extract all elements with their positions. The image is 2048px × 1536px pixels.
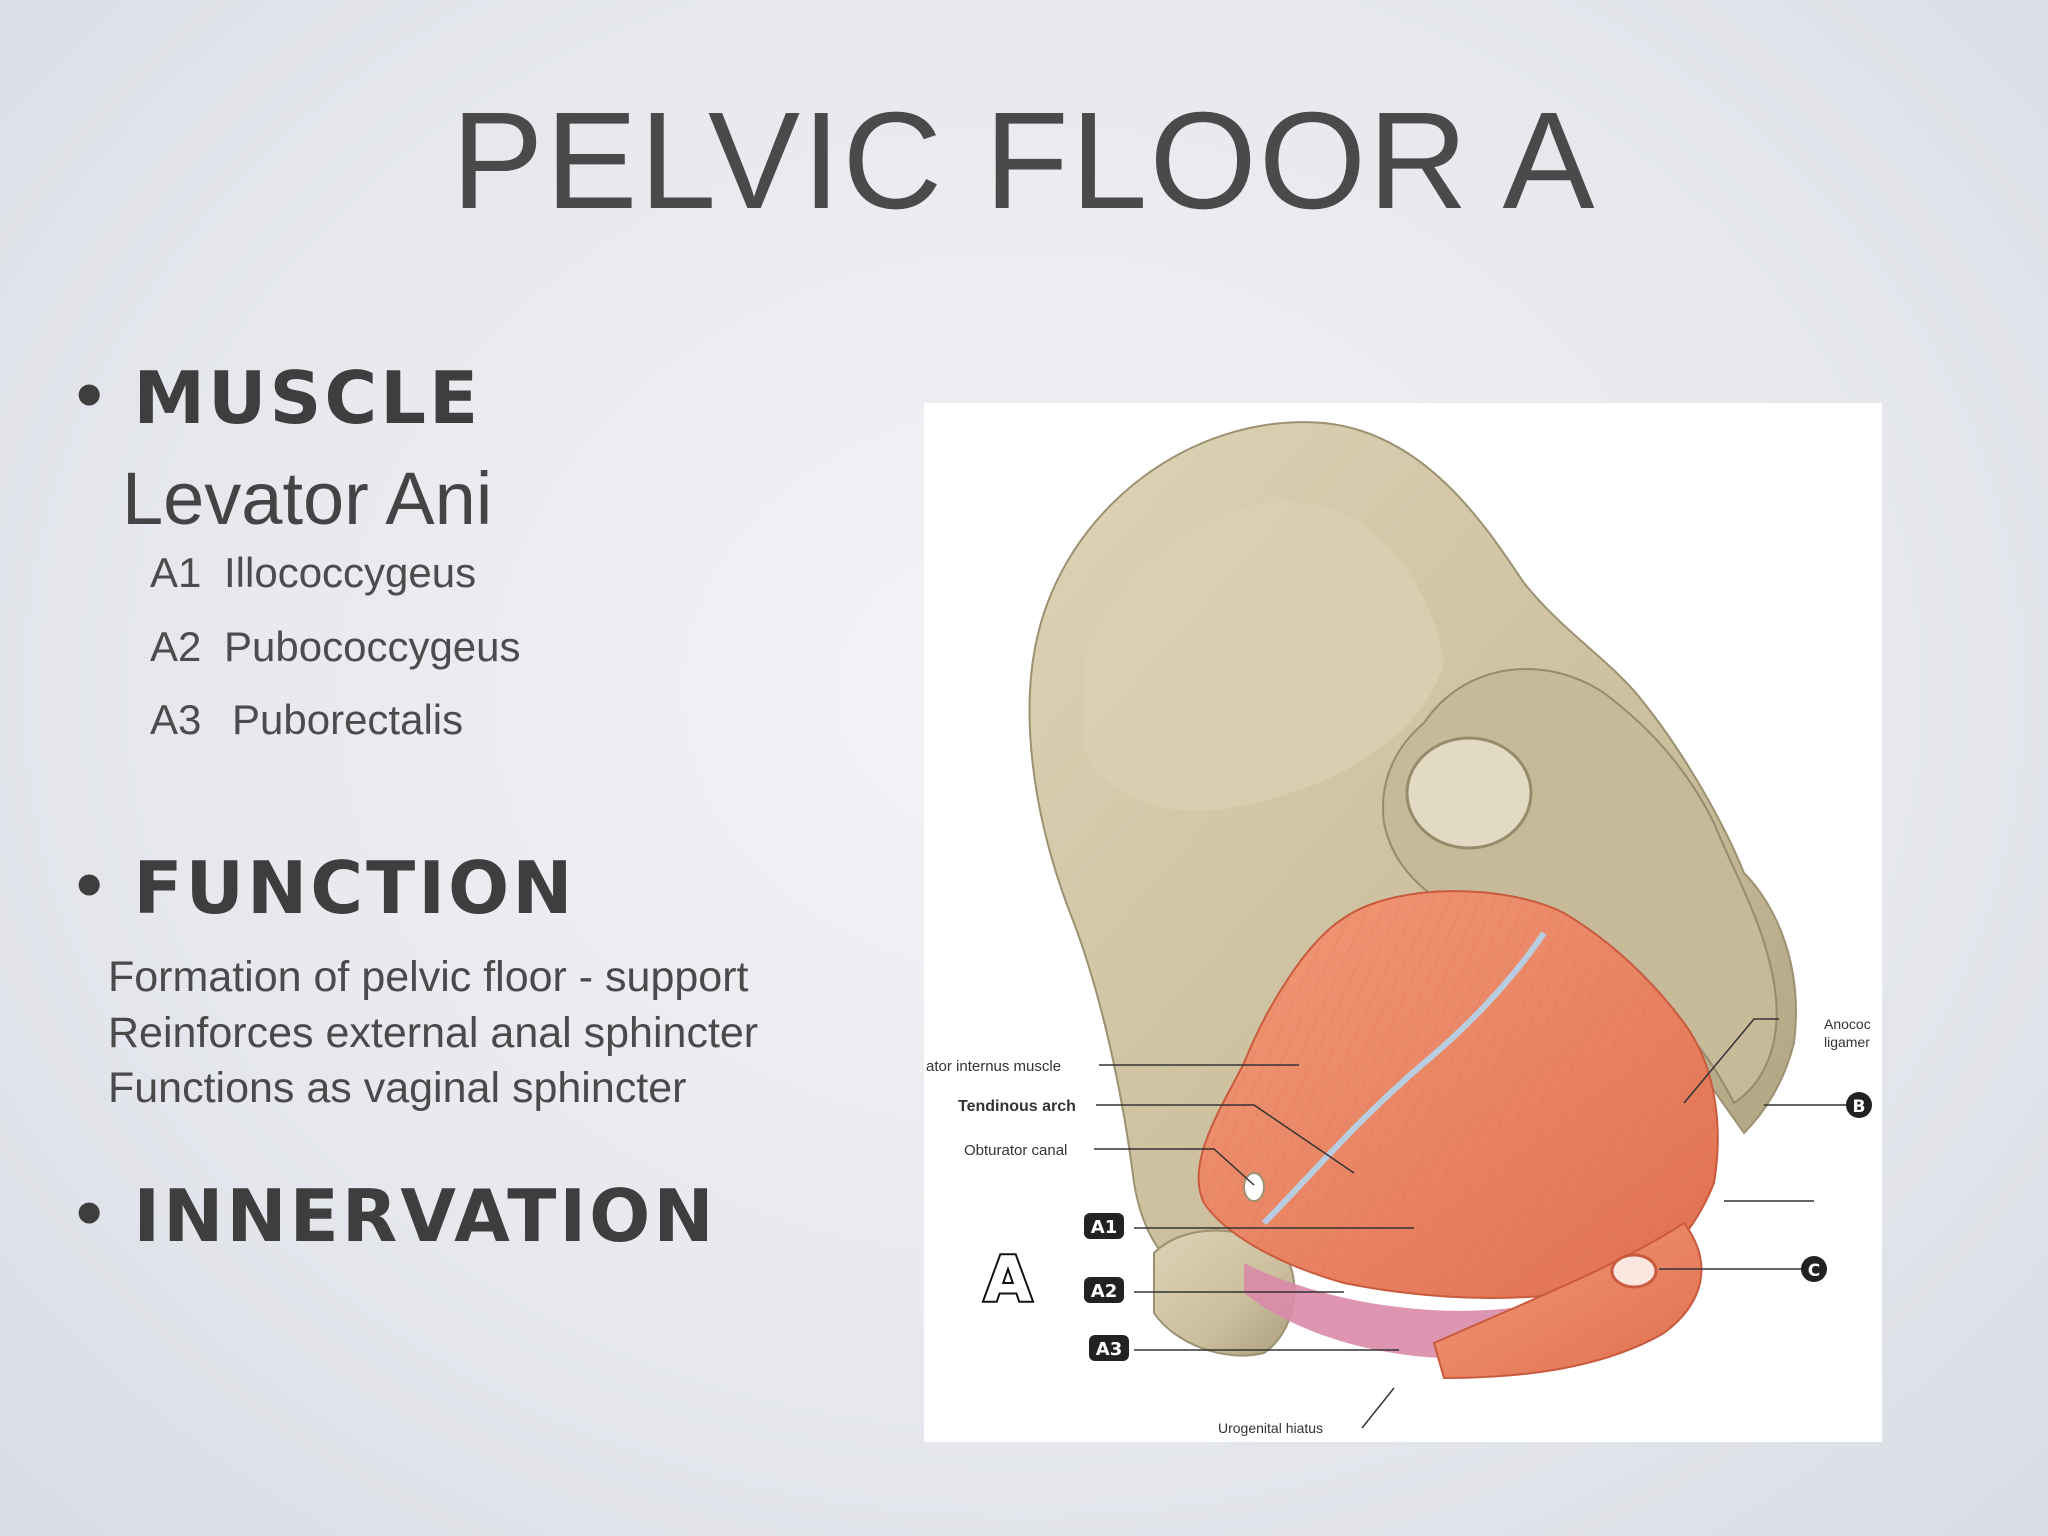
innervation-heading-text: INNERVATION: [133, 1174, 717, 1258]
label-a2: A2: [1084, 1277, 1124, 1303]
svg-text:A2: A2: [1091, 1281, 1117, 1302]
muscle-heading-text: MUSCLE: [133, 356, 482, 440]
anal-orifice: [1610, 1253, 1658, 1289]
label-a3: A3: [1089, 1335, 1129, 1361]
label-obturator-canal: Obturator canal: [964, 1142, 1067, 1159]
muscle-part-a2: A2 Pubococcygeus: [150, 626, 521, 668]
label-anococcygeal: Anococ: [1824, 1016, 1871, 1032]
innervation-heading: •INNERVATION: [70, 1180, 717, 1252]
muscle-part-code: A2: [150, 623, 202, 670]
label-anococcygeal-2: ligamer: [1824, 1034, 1870, 1050]
function-line: Reinforces external anal sphincter: [108, 1009, 759, 1057]
bullet: •: [70, 362, 112, 432]
label-tendinous-arch: Tendinous arch: [958, 1098, 1076, 1115]
muscle-part-a1: A1 Illococcygeus: [150, 552, 476, 594]
label-c: C: [1801, 1256, 1827, 1282]
vertebra: [1405, 736, 1533, 850]
svg-text:A3: A3: [1096, 1339, 1122, 1360]
leader-lines: [1094, 1018, 1869, 1429]
pelvic-floor-illustration: ator internus muscle Tendinous arch Obtu…: [924, 403, 1882, 1442]
label-big-a: A: [984, 1243, 1032, 1316]
label-urogenital-hiatus: Urogenital hiatus: [1218, 1420, 1323, 1436]
tendinous-arch: [1261, 931, 1547, 1226]
function-heading: •FUNCTION: [70, 852, 575, 924]
muscle-heading: •MUSCLE: [70, 362, 481, 434]
function-line: Functions as vaginal sphincter: [108, 1064, 687, 1112]
muscle-part-name: Illococcygeus: [224, 549, 477, 596]
label-a1: A1: [1084, 1213, 1124, 1239]
anatomy-svg: ator internus muscle Tendinous arch Obtu…: [926, 421, 1872, 1436]
function-heading-text: FUNCTION: [133, 846, 576, 930]
muscle-part-code: A3: [150, 696, 202, 743]
obturator-canal: [1243, 1172, 1265, 1202]
svg-text:C: C: [1808, 1261, 1820, 1281]
muscle-part-code: A1: [150, 549, 202, 596]
label-b: B: [1846, 1092, 1872, 1118]
bullet: •: [70, 852, 112, 922]
label-obturator-internus: ator internus muscle: [926, 1058, 1061, 1075]
bullet: •: [70, 1180, 112, 1250]
muscle-part-a3: A3 Puborectalis: [150, 699, 463, 741]
function-line: Formation of pelvic floor - support: [108, 953, 749, 1001]
muscle-name: Levator Ani: [122, 457, 493, 540]
svg-text:A1: A1: [1091, 1217, 1117, 1238]
iliac-fossa: [1084, 501, 1444, 811]
muscle-part-name: Pubococcygeus: [224, 623, 521, 670]
slide-title: PELVIC FLOOR A: [451, 84, 1597, 238]
muscle-part-name: Puborectalis: [232, 696, 464, 743]
svg-text:B: B: [1853, 1097, 1866, 1117]
